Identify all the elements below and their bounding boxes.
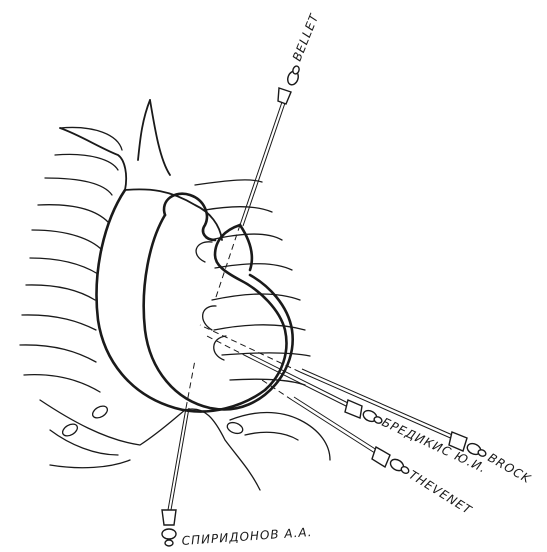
left-rib <box>20 345 96 362</box>
label-spiridonov: СПИРИДОНОВ А.А. <box>181 525 313 548</box>
left-rib <box>38 205 108 222</box>
needle-bellet <box>215 65 300 300</box>
vessel-branch <box>150 100 170 175</box>
left-rib <box>45 178 112 195</box>
rib-oval <box>91 404 110 421</box>
right-rib-loop <box>203 306 216 330</box>
lower-thorax <box>50 430 118 455</box>
needle-brock <box>200 325 487 457</box>
needle-handle-icon <box>278 88 291 104</box>
heart-atrium <box>164 194 215 240</box>
label-brock: BROCK <box>486 450 534 486</box>
needle-handle-icon <box>345 400 362 418</box>
left-rib <box>32 230 102 250</box>
needle-handle-icon <box>372 447 390 467</box>
left-rib <box>26 285 95 300</box>
right-rib-loop <box>196 242 212 262</box>
needle-spiridonov <box>162 360 195 546</box>
needle-handle-icon <box>162 510 176 525</box>
right-rib <box>195 180 262 185</box>
rib-oval <box>226 421 244 436</box>
right-rib-loop <box>214 336 226 360</box>
right-rib <box>205 207 272 212</box>
heart-outline <box>97 190 293 412</box>
left-rib <box>22 315 96 330</box>
aorta-right-wall <box>138 100 150 160</box>
rib-oval <box>61 422 80 439</box>
lower-thorax <box>185 409 260 490</box>
left-rib <box>24 375 100 392</box>
label-bellet: BELLET <box>290 11 322 63</box>
label-thevenet: THEVENET <box>406 468 475 518</box>
lower-thorax <box>230 413 330 461</box>
right-rib <box>222 353 310 356</box>
left-rib <box>30 258 98 274</box>
great-vessels <box>60 100 222 240</box>
needle-grip-icon <box>162 529 176 539</box>
heart-apex <box>240 225 252 270</box>
lower-thorax <box>50 460 130 468</box>
lower-thorax <box>245 432 298 440</box>
left-rib <box>55 154 118 170</box>
aorta-left-wall <box>60 128 126 190</box>
right-rib <box>212 294 300 300</box>
